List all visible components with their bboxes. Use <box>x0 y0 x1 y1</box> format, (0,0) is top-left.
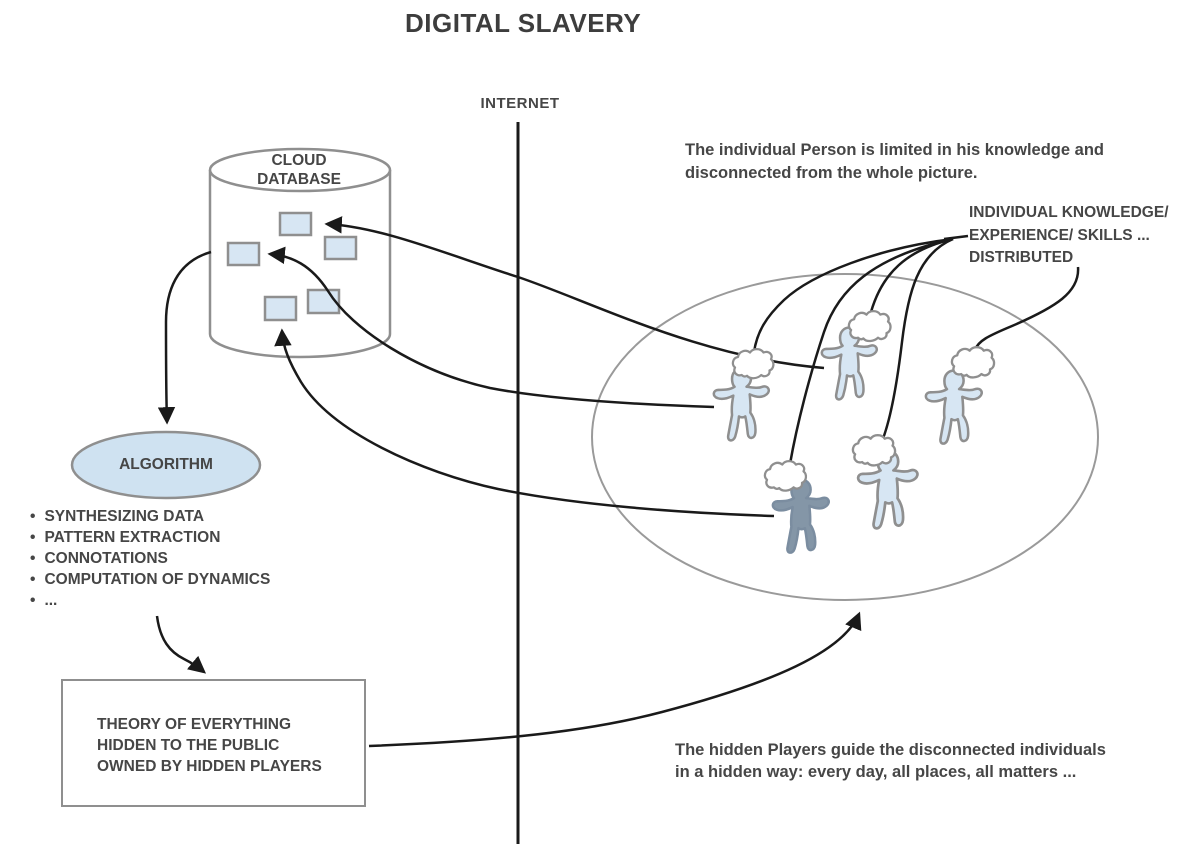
thought-cloud-icon <box>950 346 996 379</box>
bullet-item: ... <box>30 590 270 611</box>
theory-box-line2: HIDDEN TO THE PUBLIC <box>97 737 280 754</box>
individual-knowledge-line2: EXPERIENCE/ SKILLS ... <box>969 226 1150 244</box>
arrow-person2-to-database <box>324 216 825 370</box>
theory-box-line1: THEORY OF EVERYTHING <box>97 716 292 733</box>
individual-person-note: The individual Person is limited in his … <box>685 139 1104 185</box>
algorithm-label: ALGORITHM <box>119 456 213 473</box>
thought-cloud-icon <box>763 460 808 492</box>
knowledge-line-to-person5 <box>878 237 954 447</box>
bullet-item: COMPUTATION OF DYNAMICS <box>30 569 270 590</box>
algorithm-ellipse <box>70 430 262 500</box>
knowledge-line-to-person4 <box>788 237 954 465</box>
thought-cloud-icon <box>851 434 897 467</box>
arrow-bullets-to-theory-box <box>155 615 207 674</box>
individual-knowledge-line1: INDIVIDUAL KNOWLEDGE/ <box>969 204 1169 221</box>
database-records <box>226 211 358 322</box>
bullet-item: CONNOTATIONS <box>30 548 270 569</box>
knowledge-line-to-person3 <box>973 266 1080 351</box>
algorithm-bullet-list: SYNTHESIZING DATA PATTERN EXTRACTION CON… <box>30 506 270 611</box>
person-figure-icon <box>712 367 771 442</box>
thought-cloud-icon <box>731 348 775 380</box>
population-ellipse <box>591 273 1099 601</box>
bullet-item: SYNTHESIZING DATA <box>30 506 270 527</box>
data-record-icon <box>278 211 313 237</box>
hidden-players-note-line1: The hidden Players guide the disconnecte… <box>675 741 1106 759</box>
theory-box-line3: OWNED BY HIDDEN PLAYERS <box>97 758 322 775</box>
data-record-icon <box>226 241 261 267</box>
individual-person-note-line2: disconnected from the whole picture. <box>685 164 978 182</box>
page-title: DIGITAL SLAVERY <box>405 8 642 38</box>
bullet-item: PATTERN EXTRACTION <box>30 527 270 548</box>
cloud-database-label-line1: CLOUD <box>271 152 327 169</box>
individual-person-note-line1: The individual Person is limited in his … <box>685 141 1104 159</box>
individual-knowledge-label: INDIVIDUAL KNOWLEDGE/ EXPERIENCE/ SKILLS… <box>969 202 1169 270</box>
theory-box-text: THEORY OF EVERYTHING HIDDEN TO THE PUBLI… <box>97 714 322 777</box>
arrow-person4-to-database <box>274 328 775 518</box>
arrow-database-to-algorithm <box>157 250 212 425</box>
cylinder-top <box>208 147 392 193</box>
thought-cloud-icon <box>847 309 892 343</box>
person-figure-icon <box>924 369 983 445</box>
hidden-players-note: The hidden Players guide the disconnecte… <box>675 740 1106 783</box>
arrow-theory-box-to-population <box>368 611 862 748</box>
cloud-database-label: CLOUD DATABASE <box>238 151 360 189</box>
individual-knowledge-line3: DISTRIBUTED <box>969 249 1074 266</box>
arrow-person1-to-database <box>267 246 715 409</box>
cloud-database-label-line2: DATABASE <box>257 171 341 188</box>
knowledge-line-to-person2 <box>869 237 954 313</box>
knowledge-label-tick <box>943 234 969 241</box>
connection-curves <box>155 216 1080 748</box>
theory-of-everything-box: THEORY OF EVERYTHING HIDDEN TO THE PUBLI… <box>61 679 366 807</box>
data-record-icon <box>263 295 298 322</box>
knowledge-line-to-person1 <box>752 237 954 353</box>
hidden-players-note-line2: in a hidden way: every day, all places, … <box>675 762 1077 781</box>
data-record-icon <box>323 235 358 261</box>
internet-label: INTERNET <box>480 95 560 112</box>
